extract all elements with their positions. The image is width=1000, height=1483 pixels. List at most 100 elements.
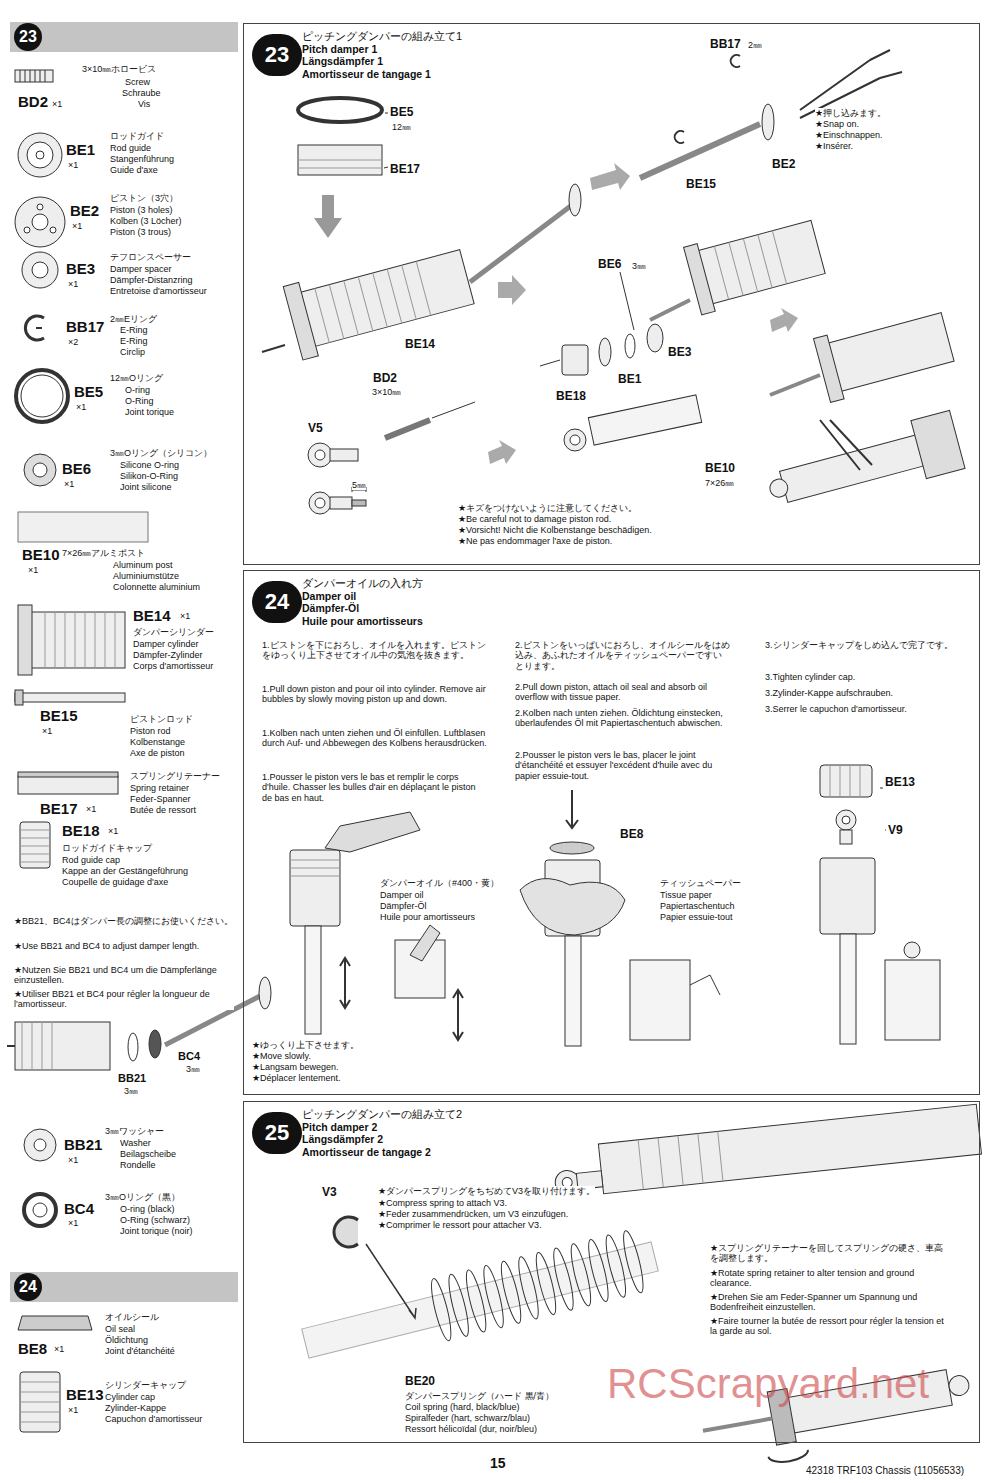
part-number: BE15 [40,707,78,724]
part-number: BE3 [668,346,691,360]
note-text: Piston rod [130,726,171,736]
note-text: Corps d'amortisseur [133,661,213,671]
note-text: Spring retainer [130,783,189,793]
alu-post-drawing [588,395,701,445]
black-o-ring-icon [24,1194,56,1226]
note-text: Schraube [122,88,161,98]
washer-icon [24,1129,56,1161]
note-text: Rod guide cap [62,855,120,865]
step-number-text: 23 [252,34,302,76]
e-ring-icon [36,327,42,329]
note-text: ★Insérer. [815,141,853,151]
guide-cap-drawing [562,345,588,375]
note-text: Spiralfeder (hart, schwarz/blau) [405,1413,530,1423]
assembled-damper-drawing [703,1419,772,1431]
step-title: ピッチングダンパーの組み立て2 [302,1108,462,1121]
note-text: 3㎜ [186,1064,200,1074]
note-text: Guide d'axe [110,165,158,175]
note-text: ×1 [68,279,78,289]
gray-arrow [488,440,516,464]
note-text: ×1 [54,1344,64,1354]
damper-step1 [453,990,463,1040]
note-text: ★Use BB21 and BC4 to adjust damper lengt… [14,941,234,951]
part-number: BE14 [133,607,171,624]
step-title: Damper oil [302,590,423,603]
spring-drawing [463,1268,490,1333]
black-o-ring-icon [33,1203,47,1217]
part-number: BE17 [40,800,78,817]
note-text: ティッシュペーパー [660,878,741,888]
leader-line [540,272,634,366]
rod-drawing [470,205,572,282]
section-bar: 24 [10,1272,238,1302]
note-text: ×1 [108,826,118,836]
retainer-drawing [298,145,388,175]
washer-icon [24,1129,56,1161]
step-number-text: 23 [14,23,42,51]
step-title: Pitch damper 1 [302,43,462,56]
note-text: Coil spring (hard, black/blue) [405,1402,520,1412]
retainer-drawing [384,167,388,168]
step-title: Längsdämpfer 2 [302,1133,462,1146]
spring-drawing [567,1242,594,1307]
note-text: ×1 [28,565,38,575]
part-number: BB17 [710,38,741,52]
note-text: Kappe an der Gestängeführung [62,866,188,876]
note-text: E-Ring [120,336,148,346]
damper-step2 [630,960,690,1040]
part-number: BE2 [772,158,795,172]
cylinder-drawing [295,250,474,348]
step-title: Amortisseur de tangage 2 [302,1146,462,1159]
rod-guide-icon [36,151,44,159]
silicone-ring-icon [24,454,56,486]
rod-guide-cap-icon [20,822,50,868]
part-number: BE13 [66,1386,104,1403]
note-text: Butée de ressort [130,805,196,815]
note-text: Tissue paper [660,890,712,900]
rod-guide-icon [27,142,53,168]
piston-icon [37,204,43,210]
damper-step3 [904,942,920,958]
rod-guide-cap-icon [20,830,50,862]
e-ring-icon [25,316,44,340]
step-title: Dämpfer-Öl [302,602,423,615]
damper-step2 [550,842,594,854]
damper-step1 [290,850,340,926]
step-title: ダンパーオイルの入れ方 [302,577,423,590]
piston-icon [15,197,65,247]
piston-drawing [762,104,774,140]
note-text: 3㎜ [124,1086,138,1096]
note-text: ダンパースプリング（ハード 黒/青） [405,1391,554,1401]
note-text: O-Ring [125,396,154,406]
part-number: BE15 [686,178,716,192]
oil-seal-icon [18,1316,92,1330]
part-number: BB21 [118,1072,146,1085]
note-text: Joint d'étanchéité [105,1346,175,1356]
adjust-illustration [149,1030,161,1058]
assembled-damper-drawing [780,433,933,503]
part-number: BE20 [405,1375,435,1389]
damper-step1 [325,812,420,852]
spring-drawing [480,1264,507,1329]
part-number: V9 [888,824,903,838]
part-number: BE8 [620,828,643,842]
note-text: Damper cylinder [133,639,199,649]
adjust-illustration [259,977,271,1009]
spring-drawing [602,1234,629,1299]
step-title: Längsdämpfer 1 [302,55,462,68]
part-number: BE1 [66,141,95,158]
damper-step3 [830,765,860,797]
note-text: ★Snap on. [815,119,859,129]
gray-arrow [498,275,526,305]
part-number: BE6 [598,258,621,272]
note-text: Rondelle [120,1160,156,1170]
assembled-damper-drawing [947,1374,970,1397]
note-text: 12㎜Oリング [110,373,163,383]
part-number: BD2 [373,372,397,386]
cylinder-icon [18,605,32,675]
step-heading: ピッチングダンパーの組み立て1Pitch damper 1Längsdämpfe… [302,30,462,80]
screw-icon [20,70,45,82]
rod-end-drawing [564,429,586,451]
note-text: Joint torique (noir) [120,1226,193,1236]
o-ring-drawing [298,98,388,122]
